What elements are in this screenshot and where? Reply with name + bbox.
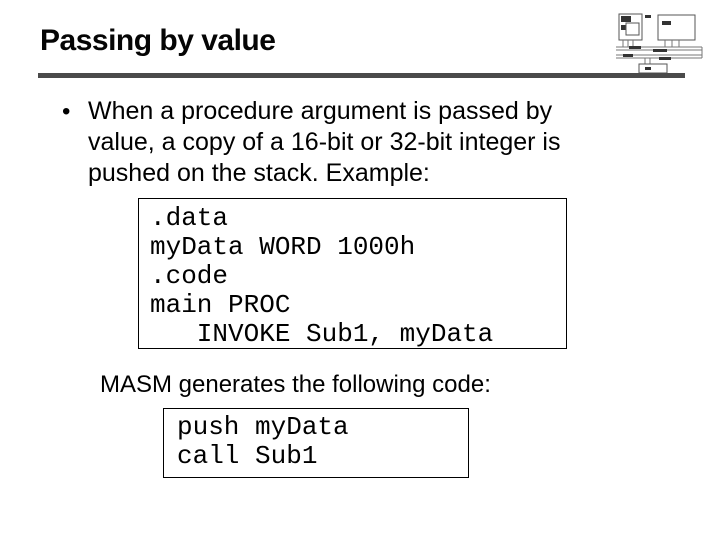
- code-block-source-example: .data myData WORD 1000h .code main PROC …: [138, 198, 567, 349]
- bullet-text: When a procedure argument is passed by v…: [88, 97, 561, 187]
- title-divider: [38, 73, 685, 78]
- masm-caption: MASM generates the following code:: [100, 371, 491, 398]
- bullet-marker: •: [62, 98, 71, 125]
- code-block-generated-code: push myData call Sub1: [163, 408, 469, 478]
- bullet-item: • When a procedure argument is passed by…: [62, 96, 662, 189]
- slide-title: Passing by value: [40, 24, 276, 57]
- computer-architecture-diagram-icon: [615, 12, 705, 79]
